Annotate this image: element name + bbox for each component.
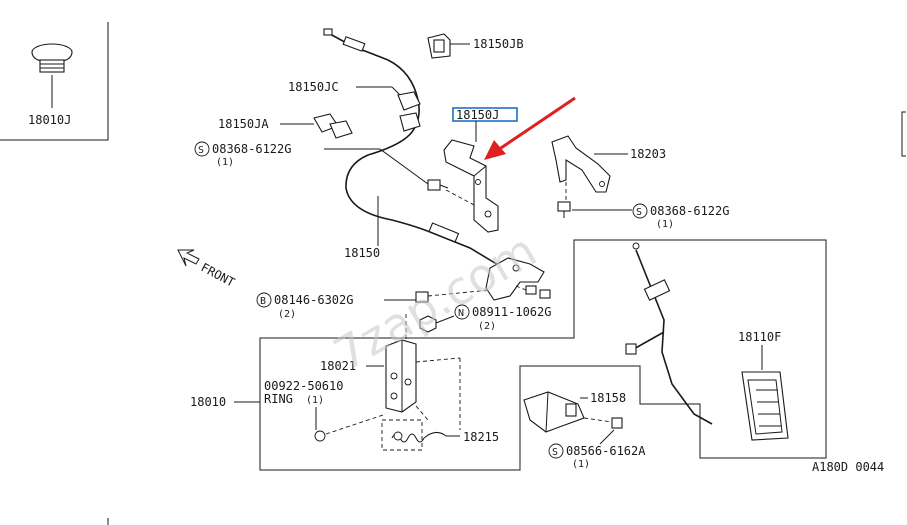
label-18110f: 18110F: [738, 330, 781, 344]
highlight-box: [452, 107, 518, 122]
bolt-left-qty: (1): [216, 157, 234, 168]
label-18010: 18010: [190, 395, 226, 409]
cable-end-top: [323, 28, 333, 36]
label-18150j: 18150J: [456, 108, 499, 122]
nut-n-drawing: [419, 315, 437, 333]
bolt-left-drawing: [427, 179, 449, 191]
pointer-arrow: [484, 96, 576, 160]
nut-n-marker: N: [458, 308, 464, 319]
label-18150: 18150: [344, 246, 380, 260]
box-18010: 18010: [190, 239, 827, 471]
nut-n-qty: (2): [478, 321, 496, 332]
label-18021: 18021: [320, 359, 356, 373]
ring-number: 00922-50610: [264, 379, 343, 393]
bolt-b-drawing: [415, 291, 429, 303]
bolt-left-number: 08368-6122G: [212, 142, 291, 156]
screw-s-qty: (1): [572, 459, 590, 470]
nut-n-number: 08911-1062G: [472, 305, 551, 319]
inset-18010j: 18010J: [0, 22, 109, 141]
label-18158: 18158: [590, 391, 626, 405]
label-18010j: 18010J: [28, 113, 71, 127]
bolt-right-marker: S: [636, 207, 642, 218]
screw-s-number: 08566-6162A: [566, 444, 646, 458]
front-label: FRONT: [199, 260, 237, 289]
ring-drawing: [314, 430, 326, 442]
ring-part: 00922-50610 RING (1): [264, 379, 387, 442]
ring-label: RING: [264, 392, 293, 406]
bolt-right-number: 08368-6122G: [650, 204, 729, 218]
bracket-18203: 18203: [551, 135, 666, 202]
label-18150ja: 18150JA: [218, 117, 269, 131]
cable-ferrule-top: [342, 36, 366, 52]
bolt-right-drawing: [557, 201, 571, 218]
s-marker-icon: [194, 141, 210, 157]
label-18150jb: 18150JB: [473, 37, 524, 51]
clip-18150jc: 18150JC: [288, 80, 421, 132]
clip-18150jb: 18150JB: [427, 33, 524, 59]
clip-18150ja: 18150JA: [218, 113, 353, 139]
n-marker-icon: [454, 304, 470, 320]
bolt-left-marker: S: [198, 145, 204, 156]
screw-s-marker: S: [552, 447, 558, 458]
fastener-screw-s: S 08566-6162A (1): [548, 429, 646, 470]
fastener-bolt-b: B 08146-6302G (2): [256, 289, 491, 320]
label-18215: 18215: [463, 430, 499, 444]
s-marker-icon: [632, 203, 648, 219]
label-18203: 18203: [630, 147, 666, 161]
cable-18150: 18150: [323, 28, 501, 267]
bolt-b-number: 08146-6302G: [274, 293, 353, 307]
front-arrow-icon: [177, 249, 200, 267]
bracket-18150j: 18150J: [443, 107, 518, 233]
fastener-bolt-left: S 08368-6122G (1): [194, 141, 477, 207]
pedal-arm: [625, 242, 713, 425]
s-marker-icon: [548, 443, 564, 459]
fastener-bolt-right: S 08368-6122G (1): [557, 201, 729, 230]
cap-18010j-drawing: [31, 43, 73, 108]
bolt-b-marker: B: [260, 296, 266, 307]
pedal-pad-18110f: 18110F: [738, 330, 789, 441]
pedal-cable-bracket: [485, 257, 551, 301]
diagram-code: A180D 0044: [812, 460, 884, 474]
part-18021: 18021: [320, 339, 461, 430]
bolt-right-qty: (1): [656, 219, 674, 230]
bolt-b-qty: (2): [278, 309, 296, 320]
part-18158: 18158: [523, 391, 626, 433]
label-18150jc: 18150JC: [288, 80, 339, 94]
front-indicator: FRONT: [177, 249, 237, 290]
ring-qty: (1): [306, 395, 324, 406]
b-marker-icon: [256, 292, 272, 308]
cable-adjuster: [428, 222, 460, 243]
part-18215: 18215: [381, 419, 499, 451]
fastener-nut-n: N 08911-1062G (2): [405, 304, 551, 340]
edge-fragment: [901, 111, 906, 157]
